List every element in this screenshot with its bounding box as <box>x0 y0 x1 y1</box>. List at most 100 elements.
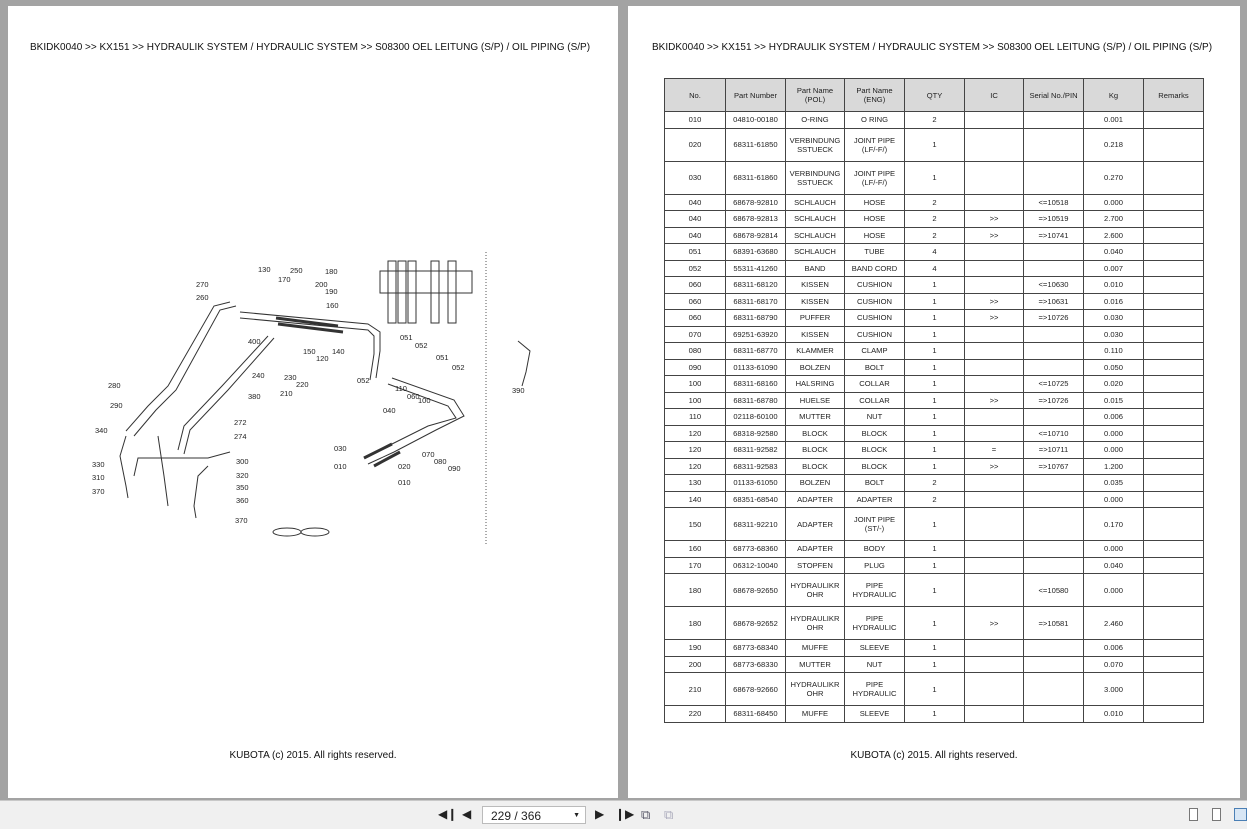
callout-label: 130 <box>258 265 271 274</box>
cell-serial <box>1023 655 1084 673</box>
cell-ic <box>964 193 1024 211</box>
cell-remarks <box>1143 490 1204 508</box>
cell-part-name-pol: BLOCK <box>785 457 845 475</box>
copy-page-icon[interactable]: ⧉ <box>641 807 651 822</box>
cell-kg: 0.006 <box>1083 408 1144 426</box>
cell-part-number: 68773-68340 <box>725 639 786 657</box>
cell-part-name-eng: NUT <box>844 655 905 673</box>
callout-label: 380 <box>248 392 261 401</box>
cell-part-name-pol: HYDRAULIKR OHR <box>785 606 845 640</box>
callout-label: 110 <box>395 384 407 393</box>
page-number-select[interactable]: 229 / 366▼ <box>482 806 586 824</box>
cell-part-number: 68311-61860 <box>725 160 786 195</box>
cell-serial <box>1023 111 1084 129</box>
cell-serial: =>10519 <box>1023 210 1084 228</box>
cell-kg: 2.700 <box>1083 210 1144 228</box>
cell-part-name-eng: PIPE HYDRAULIC <box>844 573 905 607</box>
cell-part-name-eng: CUSHION <box>844 325 905 343</box>
cell-no: 070 <box>664 325 726 343</box>
next-page-icon[interactable]: ▶ <box>595 807 605 821</box>
cell-kg: 0.000 <box>1083 490 1144 508</box>
callout-label: 330 <box>92 460 105 469</box>
callout-label: 350 <box>236 483 249 492</box>
cell-ic <box>964 507 1024 541</box>
cell-no: 140 <box>664 490 726 508</box>
left-page: BKIDK0040 >> KX151 >> HYDRAULIK SYSTEM /… <box>8 6 618 798</box>
cell-remarks <box>1143 127 1204 162</box>
continuous-view-icon[interactable] <box>1212 808 1221 821</box>
cell-serial <box>1023 259 1084 277</box>
cell-remarks <box>1143 705 1204 723</box>
cell-qty: 2 <box>904 474 965 492</box>
cell-no: 040 <box>664 226 726 244</box>
cell-ic <box>964 672 1024 706</box>
cell-part-number: 68773-68330 <box>725 655 786 673</box>
cell-qty: 1 <box>904 309 965 327</box>
cell-part-name-pol: MUFFE <box>785 639 845 657</box>
cell-remarks <box>1143 457 1204 475</box>
cell-qty: 1 <box>904 342 965 360</box>
cell-remarks <box>1143 573 1204 607</box>
prev-page-icon[interactable]: ◀ <box>462 807 472 821</box>
single-page-view-icon[interactable] <box>1189 808 1198 821</box>
cell-ic <box>964 540 1024 558</box>
cell-serial <box>1023 490 1084 508</box>
two-page-view-icon[interactable] <box>1234 808 1247 821</box>
cell-qty: 1 <box>904 160 965 195</box>
cell-ic: >> <box>964 226 1024 244</box>
cell-serial <box>1023 408 1084 426</box>
cell-qty: 1 <box>904 391 965 409</box>
cell-ic: >> <box>964 457 1024 475</box>
callout-label: 160 <box>326 301 339 310</box>
cell-no: 030 <box>664 160 726 195</box>
cell-remarks <box>1143 391 1204 409</box>
cell-ic <box>964 639 1024 657</box>
right-page: BKIDK0040 >> KX151 >> HYDRAULIK SYSTEM /… <box>628 6 1240 798</box>
cell-no: 160 <box>664 540 726 558</box>
cell-ic: >> <box>964 391 1024 409</box>
cell-no: 170 <box>664 556 726 574</box>
cell-serial <box>1023 672 1084 706</box>
cell-no: 020 <box>664 127 726 162</box>
cell-part-name-eng: JOINT PIPE (ST/-) <box>844 507 905 541</box>
paste-page-icon[interactable]: ⧉ <box>664 807 674 822</box>
cell-no: 220 <box>664 705 726 723</box>
last-page-icon[interactable]: ❙▶ <box>615 807 635 821</box>
cell-kg: 0.050 <box>1083 358 1144 376</box>
first-page-icon[interactable]: ◀❙ <box>438 807 458 821</box>
cell-qty: 1 <box>904 606 965 640</box>
cell-ic <box>964 573 1024 607</box>
cell-qty: 4 <box>904 243 965 261</box>
cell-part-name-pol: KISSEN <box>785 292 845 310</box>
callout-label: 260 <box>196 293 209 302</box>
cell-part-number: 68678-92660 <box>725 672 786 706</box>
chevron-down-icon[interactable]: ▼ <box>573 812 580 819</box>
callout-label: 010 <box>398 478 411 487</box>
cell-remarks <box>1143 193 1204 211</box>
cell-ic: >> <box>964 606 1024 640</box>
cell-part-name-eng: JOINT PIPE (LF/-F/) <box>844 160 905 195</box>
cell-kg: 0.070 <box>1083 655 1144 673</box>
cell-qty: 1 <box>904 457 965 475</box>
cell-remarks <box>1143 325 1204 343</box>
cell-part-name-pol: VERBINDUNG SSTUECK <box>785 127 845 162</box>
cell-remarks <box>1143 292 1204 310</box>
cell-part-number: 68678-92810 <box>725 193 786 211</box>
cell-kg: 0.010 <box>1083 705 1144 723</box>
cell-part-name-pol: ADAPTER <box>785 507 845 541</box>
cell-part-name-eng: BOLT <box>844 358 905 376</box>
cell-no: 040 <box>664 210 726 228</box>
cell-part-name-pol: PUFFER <box>785 309 845 327</box>
column-header: Part Name (ENG) <box>844 78 905 112</box>
cell-part-number: 69251-63920 <box>725 325 786 343</box>
